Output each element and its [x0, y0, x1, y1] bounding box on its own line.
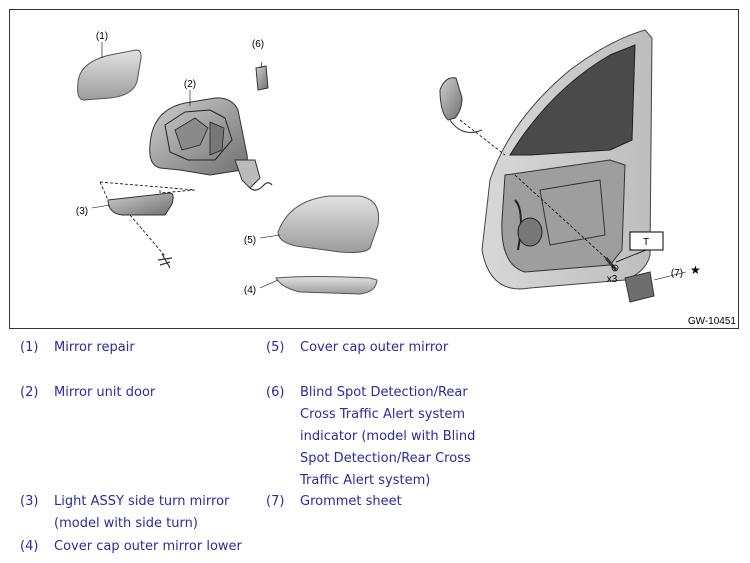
callout-3: (3)	[76, 206, 88, 217]
callout-6: (6)	[252, 39, 264, 50]
torque-label: T	[643, 237, 649, 248]
callout-4: (4)	[244, 285, 256, 296]
cover-cap-lower-part	[275, 276, 378, 295]
callout-7: (7)	[671, 268, 683, 279]
callout-2: (2)	[184, 79, 196, 90]
grommet-sheet-part	[624, 271, 655, 303]
callout-1: (1)	[96, 31, 108, 42]
callout-leaders	[91, 42, 687, 289]
legend-text: Light ASSY side turn mirror (model with …	[54, 494, 230, 531]
legend-number: (7)	[266, 494, 285, 509]
legend-number: (3)	[20, 494, 39, 509]
callout-5: (5)	[244, 235, 256, 246]
quantity-label: x3	[607, 274, 618, 285]
legend-text: Blind Spot Detection/Rear Cross Traffic …	[300, 385, 476, 488]
torque-spec-box: T	[615, 231, 664, 263]
legend-number: (6)	[266, 385, 285, 400]
mirror-unit-door-part	[149, 97, 273, 191]
legend-number: (2)	[20, 385, 39, 400]
side-turn-light-part	[99, 181, 196, 269]
legend-number: (4)	[20, 539, 39, 554]
star-icon: ★	[690, 263, 701, 277]
figure-id: GW-10451	[688, 316, 737, 327]
diagram-canvas: T (1) (2) (3) (4) (5) (6) (7) ★ x3 GW-10…	[76, 29, 737, 327]
legend-text: Cover cap outer mirror	[300, 340, 449, 355]
legend-text: Mirror unit door	[54, 385, 156, 400]
legend-number: (5)	[266, 340, 285, 355]
bsd-indicator-part	[255, 61, 269, 91]
legend-number: (1)	[20, 340, 39, 355]
legend-text: Grommet sheet	[300, 494, 402, 509]
cover-cap-part	[277, 195, 380, 253]
door-assembly	[439, 29, 653, 290]
legend-text: Mirror repair	[54, 340, 135, 355]
exploded-parts-diagram: T (1) (2) (3) (4) (5) (6) (7) ★ x3 GW-10…	[9, 9, 739, 329]
legend-text: Cover cap outer mirror lower	[54, 539, 242, 554]
mirror-repair-part	[77, 49, 142, 101]
